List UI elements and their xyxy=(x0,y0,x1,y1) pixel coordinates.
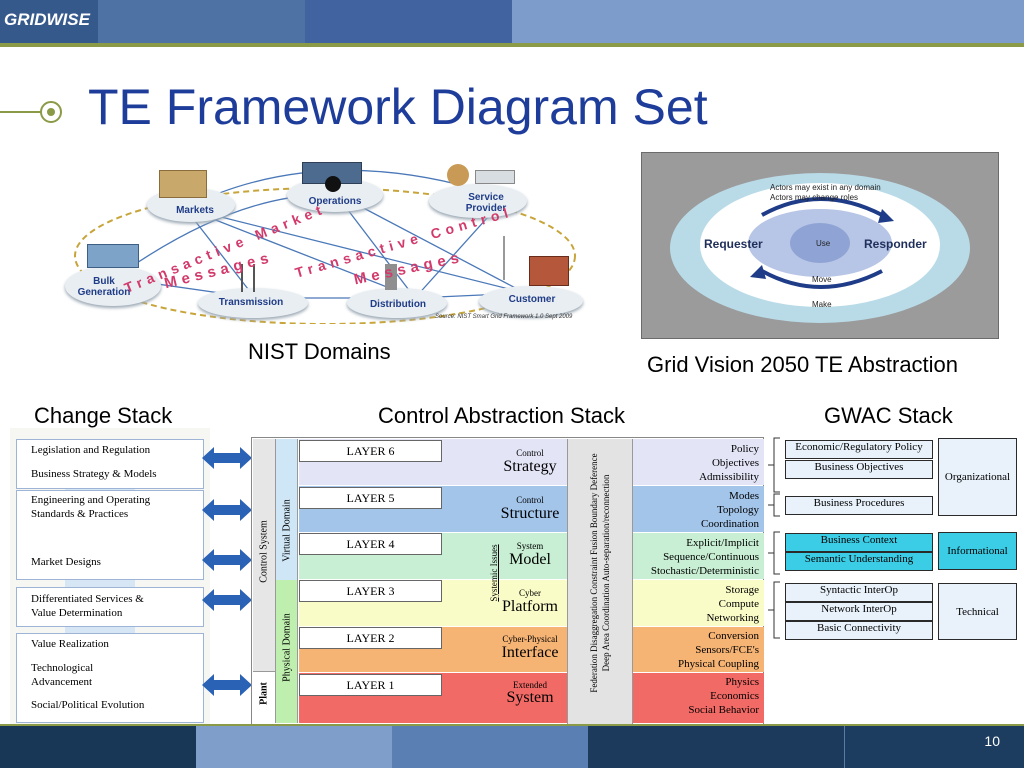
right-band-6 xyxy=(633,439,764,485)
layer-4-small: System xyxy=(516,541,544,551)
domain-transmission: Transmission xyxy=(218,297,284,308)
gwac-technical: Technical xyxy=(938,583,1017,640)
customer-house-icon xyxy=(529,256,569,286)
physical-domain-col xyxy=(276,580,298,723)
gv-responder: Responder xyxy=(864,237,927,251)
gridwise-logo: GRIDWISE xyxy=(4,10,90,29)
gwac-informational: Informational xyxy=(938,532,1017,570)
page-number: 10 xyxy=(984,733,1000,749)
gv-requester: Requester xyxy=(704,237,763,251)
control-system-label: Control System xyxy=(258,520,270,583)
transmission-tower-icon xyxy=(241,264,255,292)
domain-bulk-generation: Bulk Generation xyxy=(77,276,131,298)
power-plant-icon xyxy=(87,244,139,268)
plant-label: Plant xyxy=(258,682,270,705)
header-band: GRIDWISE xyxy=(0,0,1024,47)
layer-2-big: Interface xyxy=(501,644,559,661)
domain-service-provider: Service Provider xyxy=(465,192,507,214)
gwac-syntactic-interop: Syntactic InterOp xyxy=(785,583,933,602)
gwac-semantic-understanding: Semantic Understanding xyxy=(785,552,933,571)
change-box-2: Engineering and Operating Standards & Pr… xyxy=(16,490,204,580)
systemic-issues-line-1: Federation Disaggregation Constraint Fus… xyxy=(589,453,599,693)
right-band-4 xyxy=(633,533,764,579)
layer-2-small: Cyber-Physical xyxy=(502,634,558,644)
virtual-domain-label: Virtual Domain xyxy=(281,499,293,562)
gwac-economic-regulatory: Economic/Regulatory Policy xyxy=(785,440,933,459)
virtual-domain-col xyxy=(276,439,298,624)
domain-distribution: Distribution xyxy=(369,299,427,310)
layer-1-big: System xyxy=(506,689,554,706)
layer-4-big: Model xyxy=(509,551,551,568)
gwac-business-context: Business Context xyxy=(785,533,933,552)
gwac-network-interop: Network InterOp xyxy=(785,602,933,621)
layer-3-big: Platform xyxy=(502,598,558,615)
gv-note-1: Actors may exist in any domain xyxy=(770,183,881,192)
control-abstraction-stack: Control System Virtual Domain Physical D… xyxy=(251,437,764,725)
layer-5-small: Control xyxy=(516,495,544,505)
change-box-1: Legislation and Regulation Business Stra… xyxy=(16,439,204,489)
right-band-2 xyxy=(633,627,764,672)
distribution-pole-icon xyxy=(385,264,397,290)
right-band-1 xyxy=(633,673,764,723)
change-box-3: Differentiated Services & Value Determin… xyxy=(16,587,204,627)
right-band-3 xyxy=(633,580,764,626)
domain-markets: Markets xyxy=(176,205,214,216)
nist-caption: NIST Domains xyxy=(248,339,391,364)
layer-3-small: Cyber xyxy=(519,588,541,598)
double-arrows xyxy=(202,447,252,696)
gwac-business-procedures: Business Procedures xyxy=(785,496,933,515)
plant-col xyxy=(253,671,276,723)
gwac-basic-connectivity: Basic Connectivity xyxy=(785,621,933,640)
gwac-brackets xyxy=(768,437,780,639)
markets-building-icon xyxy=(159,170,207,198)
title-bullet-icon xyxy=(40,101,62,123)
title-rule xyxy=(0,111,44,113)
slide-title: TE Framework Diagram Set xyxy=(88,79,708,135)
layer-5-box: LAYER 5 xyxy=(299,487,442,509)
wind-turbine-icon xyxy=(503,236,505,280)
change-stack-heading: Change Stack xyxy=(34,403,173,428)
layer-1-small: Extended xyxy=(513,680,547,690)
control-system-col xyxy=(253,439,276,671)
grid-vision-caption: Grid Vision 2050 TE Abstraction xyxy=(647,352,959,377)
nist-domains-diagram: Markets Operations Service Provider Bulk… xyxy=(55,148,595,324)
systemic-issues-title: Systemic Issues xyxy=(489,544,499,602)
systemic-issues-line-2: Deep Area Coordination Auto-separation/r… xyxy=(601,474,611,672)
gv-note-2: Actors may change roles xyxy=(770,193,859,202)
layer-6-big: Strategy xyxy=(503,458,557,475)
gwac-organizational: Organizational xyxy=(938,438,1017,516)
gwac-business-objectives: Business Objectives xyxy=(785,460,933,479)
domain-operations: Operations xyxy=(308,196,362,207)
gv-move: Move xyxy=(812,275,832,284)
layer-2-box: LAYER 2 xyxy=(299,627,442,649)
gwac-stack-heading: GWAC Stack xyxy=(824,403,953,428)
grid-vision-diagram: Actors may exist in any domain Actors ma… xyxy=(641,152,999,339)
layer-5-big: Structure xyxy=(500,505,560,522)
layer-1-box: LAYER 1 xyxy=(299,674,442,696)
service-person-icon xyxy=(447,164,469,186)
footer-band xyxy=(0,724,1024,768)
service-car-icon xyxy=(475,170,515,184)
domain-customer: Customer xyxy=(508,294,556,305)
layer-6-box: LAYER 6 xyxy=(299,440,442,462)
systemic-issues-col xyxy=(567,439,633,724)
change-box-4: Value Realization Technological Advancem… xyxy=(16,633,204,723)
operator-icon xyxy=(325,176,341,192)
layer-4-box: LAYER 4 xyxy=(299,533,442,555)
nist-source: Source: NIST Smart Grid Framework 1.0 Se… xyxy=(435,314,573,320)
control-stack-heading: Control Abstraction Stack xyxy=(378,403,626,428)
gv-make: Make xyxy=(812,300,832,309)
right-band-5 xyxy=(633,486,764,532)
layer-3-box: LAYER 3 xyxy=(299,580,442,602)
layer-6-small: Control xyxy=(516,448,544,458)
gv-use: Use xyxy=(816,239,831,248)
grid-vision-graphic xyxy=(670,173,970,323)
physical-domain-label: Physical Domain xyxy=(281,613,293,682)
